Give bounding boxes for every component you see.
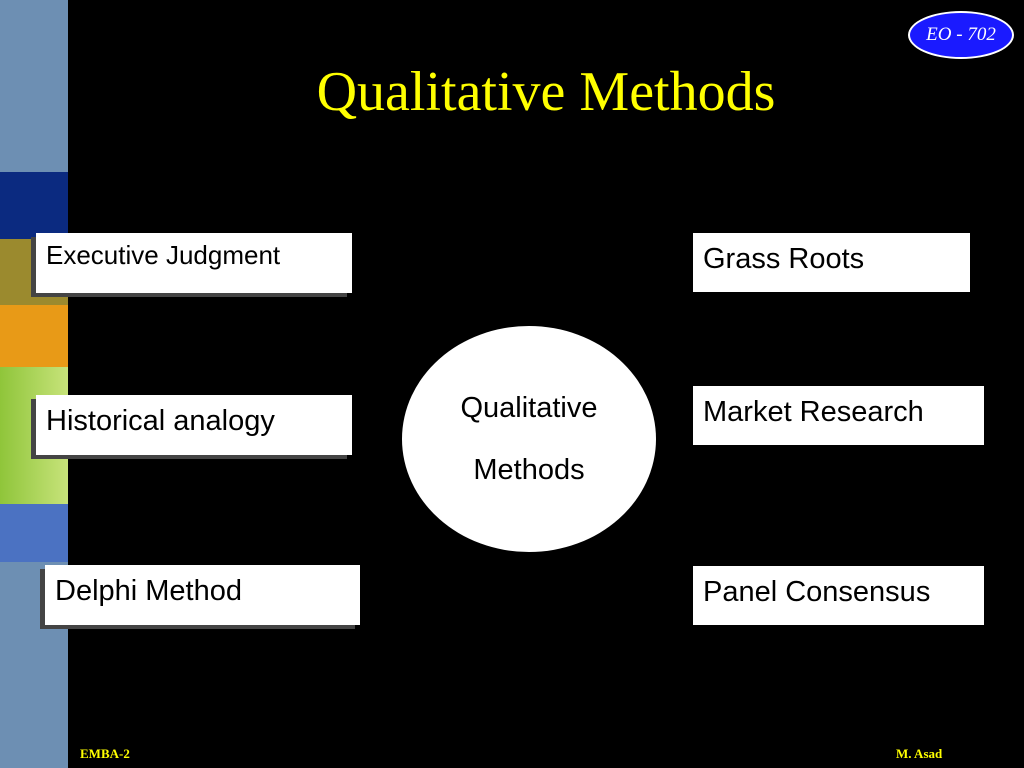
footer-left: EMBA-2 (80, 746, 130, 761)
side-band-segment (0, 172, 68, 239)
box-grass-roots: Grass Roots (693, 233, 970, 292)
center-label-line1: Qualitative (460, 392, 598, 424)
side-band-segment (0, 0, 68, 172)
slide-title: Qualitative Methods (316, 61, 776, 123)
course-badge: EO - 702 (908, 11, 1014, 59)
box-historical-analogy: Historical analogy (36, 395, 352, 455)
side-band-segment (0, 504, 68, 562)
center-label-line2: Methods (473, 454, 585, 486)
center-circle: Qualitative Methods (402, 326, 656, 552)
side-band-segment (0, 305, 68, 367)
box-panel-consensus: Panel Consensus (693, 566, 984, 625)
footer-right: M. Asad (896, 746, 943, 761)
box-delphi-method: Delphi Method (45, 565, 360, 625)
box-market-research: Market Research (693, 386, 984, 445)
box-executive-judgment: Executive Judgment (36, 233, 352, 293)
